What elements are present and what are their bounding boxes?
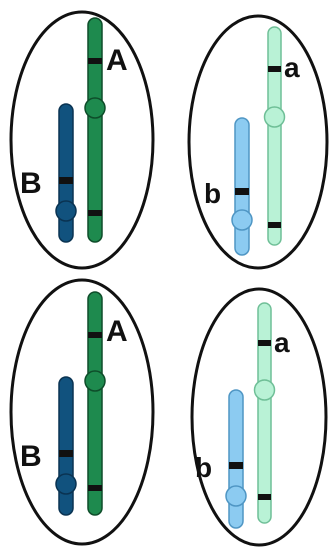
chromosome-long-dark-green bbox=[84, 291, 106, 516]
label-A: A bbox=[106, 315, 128, 348]
centromere bbox=[55, 200, 77, 222]
centromere bbox=[231, 209, 253, 231]
cell-membrane bbox=[9, 278, 155, 546]
label-A: A bbox=[106, 44, 128, 77]
cell-bottom-left: A B bbox=[9, 278, 155, 546]
cell-membrane bbox=[187, 14, 329, 270]
cell-bottom-right: a b bbox=[190, 287, 328, 547]
cell-top-right: a b bbox=[187, 14, 329, 270]
label-B: B bbox=[20, 440, 42, 473]
centromere bbox=[55, 473, 77, 495]
cell-membrane bbox=[190, 287, 328, 547]
centromere bbox=[263, 106, 286, 128]
centromere bbox=[253, 379, 276, 401]
chromosome-short-light-blue bbox=[225, 389, 247, 529]
label-a: a bbox=[274, 327, 290, 358]
chromosome-long-dark-green bbox=[84, 17, 106, 243]
cell-top-left: A B bbox=[9, 10, 155, 270]
chromosome-long-light-green bbox=[253, 302, 276, 524]
label-a: a bbox=[284, 52, 300, 83]
cell-membrane bbox=[9, 10, 155, 270]
chromosome-short-light-blue bbox=[231, 117, 253, 256]
label-b: b bbox=[204, 178, 221, 209]
label-B: B bbox=[20, 167, 42, 200]
chromosome-short-dark-blue bbox=[55, 103, 77, 243]
centromere bbox=[225, 485, 247, 507]
centromere bbox=[84, 97, 106, 119]
centromere bbox=[84, 370, 106, 392]
label-b: b bbox=[195, 452, 212, 483]
chromosome-long-light-green bbox=[263, 26, 286, 246]
chromosome-short-dark-blue bbox=[55, 376, 77, 516]
